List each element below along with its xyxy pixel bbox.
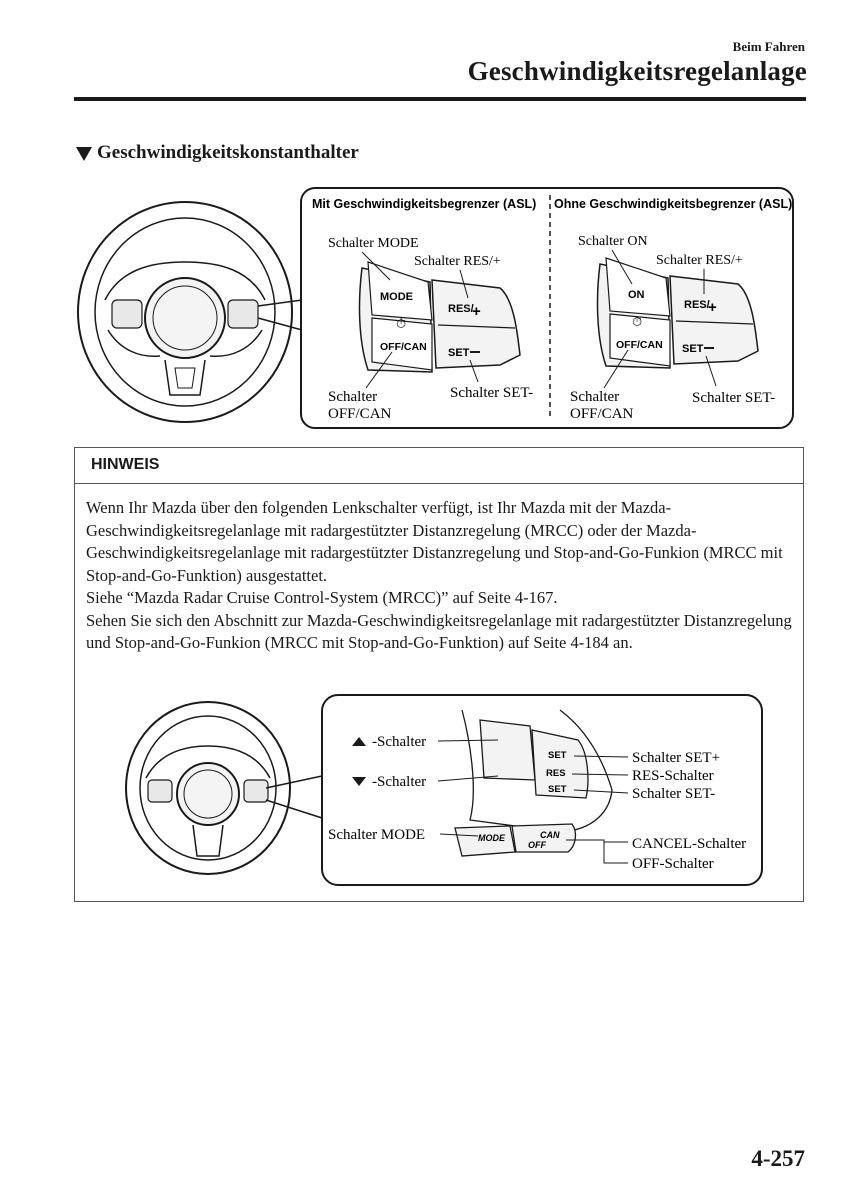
- left-switch-cluster: [358, 261, 521, 373]
- btn-res-right: RES/: [684, 299, 710, 311]
- figure-mrcc-switches: SET RES SET MODE CAN OFF -Schalter -Scha…: [125, 694, 763, 886]
- label-up: -Schalter: [372, 734, 426, 750]
- btn-set-plus: SET: [548, 750, 567, 761]
- triangle-down-icon-2: [352, 777, 366, 786]
- label-cancel: CANCEL-Schalter: [632, 836, 746, 852]
- triangle-down-icon: [76, 147, 92, 161]
- label-offcan-right-2: OFF/CAN: [570, 406, 634, 422]
- subheading-text: Geschwindigkeitskonstanthalter: [97, 142, 359, 163]
- label-on-right: Schalter ON: [578, 234, 648, 249]
- note-body: Wenn Ihr Mazda über den folgenden Lenksc…: [86, 497, 798, 655]
- section-label: Beim Fahren: [732, 39, 805, 54]
- label-offcan-left-2: OFF/CAN: [328, 406, 392, 422]
- btn-can: CAN: [540, 830, 560, 840]
- figure-steering-switches: Mit Geschwindigkeitsbegrenzer (ASL) Ohne…: [77, 187, 794, 429]
- btn-res: RES: [546, 768, 566, 779]
- mrcc-switch-cluster: [454, 709, 613, 857]
- label-res-right: Schalter RES/+: [656, 253, 743, 268]
- btn-set-minus: SET: [548, 784, 567, 795]
- note-paragraph-3: Sehen Sie sich den Abschnitt zur Mazda-G…: [86, 610, 792, 653]
- btn-off: OFF: [528, 840, 546, 850]
- label-res: RES-Schalter: [632, 768, 714, 784]
- label-set-right: Schalter SET-: [692, 390, 775, 406]
- subheading: Geschwindigkeitskonstanthalter: [76, 142, 359, 164]
- steering-wheel-illustration-2: [125, 701, 291, 875]
- note-box: [74, 447, 804, 902]
- cruise-icon-right: ⏱: [632, 314, 642, 329]
- btn-mode: MODE: [478, 833, 506, 843]
- note-heading: HINWEIS: [75, 448, 803, 484]
- right-switch-cluster: [596, 257, 759, 369]
- label-set-plus: Schalter SET+: [632, 750, 720, 766]
- panel-right-title: Ohne Geschwindigkeitsbegrenzer (ASL): [554, 197, 792, 211]
- callout-lines-2: [265, 775, 323, 819]
- label-set-left: Schalter SET-: [450, 385, 533, 401]
- label-mode: Schalter MODE: [328, 827, 425, 843]
- btn-on-right: ON: [628, 289, 645, 301]
- callout-lines: [257, 299, 303, 331]
- btn-set-left: SET: [448, 347, 470, 359]
- label-offcan-left-1: Schalter: [328, 389, 377, 405]
- page-title: Geschwindigkeitsregelanlage: [467, 56, 807, 86]
- btn-mode-left: MODE: [380, 291, 413, 303]
- btn-offcan-left: OFF/CAN: [380, 341, 427, 353]
- page-number: 4-257: [751, 1146, 805, 1171]
- label-offcan-right-1: Schalter: [570, 389, 619, 405]
- triangle-up-icon: [352, 737, 366, 746]
- btn-set-right: SET: [682, 343, 704, 355]
- btn-plus-left: +: [472, 303, 481, 320]
- btn-plus-right: +: [708, 299, 717, 316]
- panel-left-title: Mit Geschwindigkeitsbegrenzer (ASL): [312, 197, 536, 211]
- label-set-minus: Schalter SET-: [632, 786, 715, 802]
- btn-res-left: RES/: [448, 303, 474, 315]
- cruise-icon-left: ⏱: [396, 316, 406, 331]
- label-mode-left: Schalter MODE: [328, 236, 419, 251]
- btn-offcan-right: OFF/CAN: [616, 339, 663, 351]
- note-paragraph-1: Wenn Ihr Mazda über den folgenden Lenksc…: [86, 498, 783, 585]
- label-down: -Schalter: [372, 774, 426, 790]
- note-paragraph-2: Siehe “Mazda Radar Cruise Control-System…: [86, 588, 558, 607]
- label-off: OFF-Schalter: [632, 856, 714, 872]
- title-divider: [74, 97, 806, 101]
- steering-wheel-illustration: [77, 201, 293, 423]
- label-res-left: Schalter RES/+: [414, 254, 501, 269]
